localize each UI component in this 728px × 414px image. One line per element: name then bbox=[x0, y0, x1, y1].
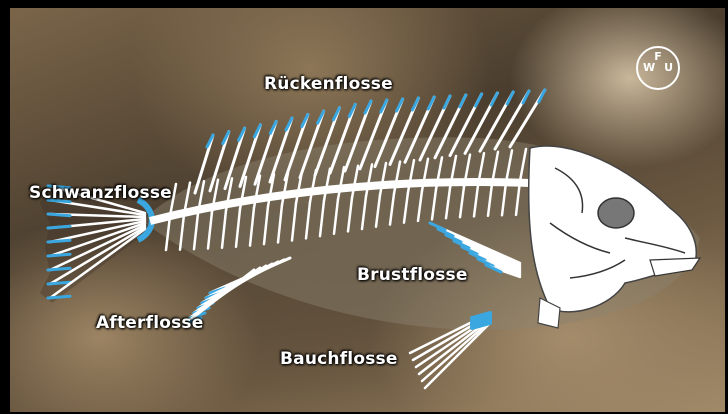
tail-ray-tip bbox=[48, 282, 70, 284]
label-pelvic-fin: Bauchflosse bbox=[280, 349, 398, 369]
dorsal-ray-tip bbox=[444, 96, 450, 108]
tail-ray-tip bbox=[48, 296, 70, 298]
tail-ray-tip bbox=[48, 254, 70, 256]
label-anal-fin: Afterflosse bbox=[96, 313, 203, 333]
logo-letter-left: W bbox=[643, 62, 655, 73]
label-pectoral-fin: Brustflosse bbox=[357, 265, 468, 285]
tail-ray-tip bbox=[48, 268, 70, 270]
dorsal-ray-tip bbox=[476, 94, 482, 106]
tail-ray-tip bbox=[48, 240, 70, 242]
tail-ray-tip bbox=[48, 214, 70, 216]
label-dorsal-fin: Rückenflosse bbox=[264, 74, 393, 94]
dorsal-ray-tip bbox=[491, 93, 497, 105]
fwu-logo: F W U bbox=[636, 46, 680, 90]
dorsal-ray-tip bbox=[507, 92, 513, 104]
label-tail-fin: Schwanzflosse bbox=[29, 183, 172, 203]
fish-skeleton-illustration: Rückenflosse Schwanzflosse Brustflosse A… bbox=[10, 8, 725, 412]
dorsal-ray-tip bbox=[460, 95, 466, 107]
tail-ray-tip bbox=[48, 226, 70, 228]
logo-letter-right: U bbox=[664, 62, 673, 73]
